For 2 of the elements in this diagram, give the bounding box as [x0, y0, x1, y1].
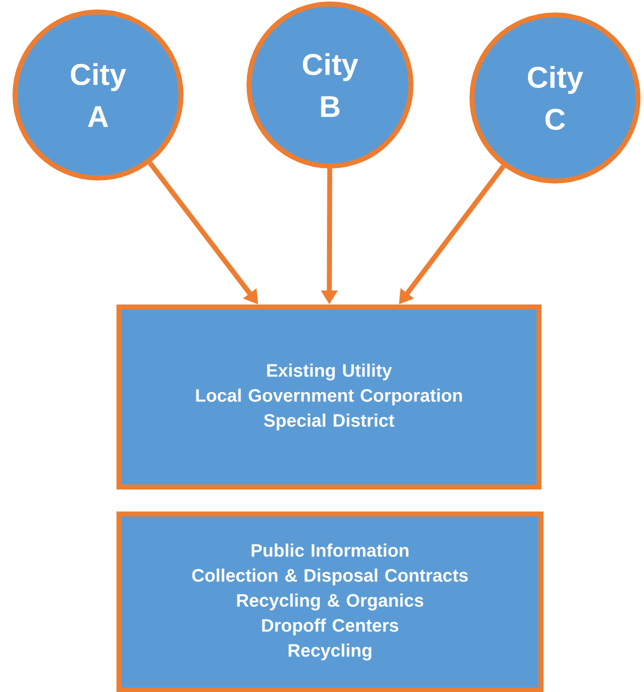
- text-box: Existing Utility Local Government Corporation Special District: [116, 304, 542, 490]
- text-box: Public Information Collection & Disposal Contracts Recycling & Organics Dropoff Centers Recycling: [116, 512, 544, 692]
